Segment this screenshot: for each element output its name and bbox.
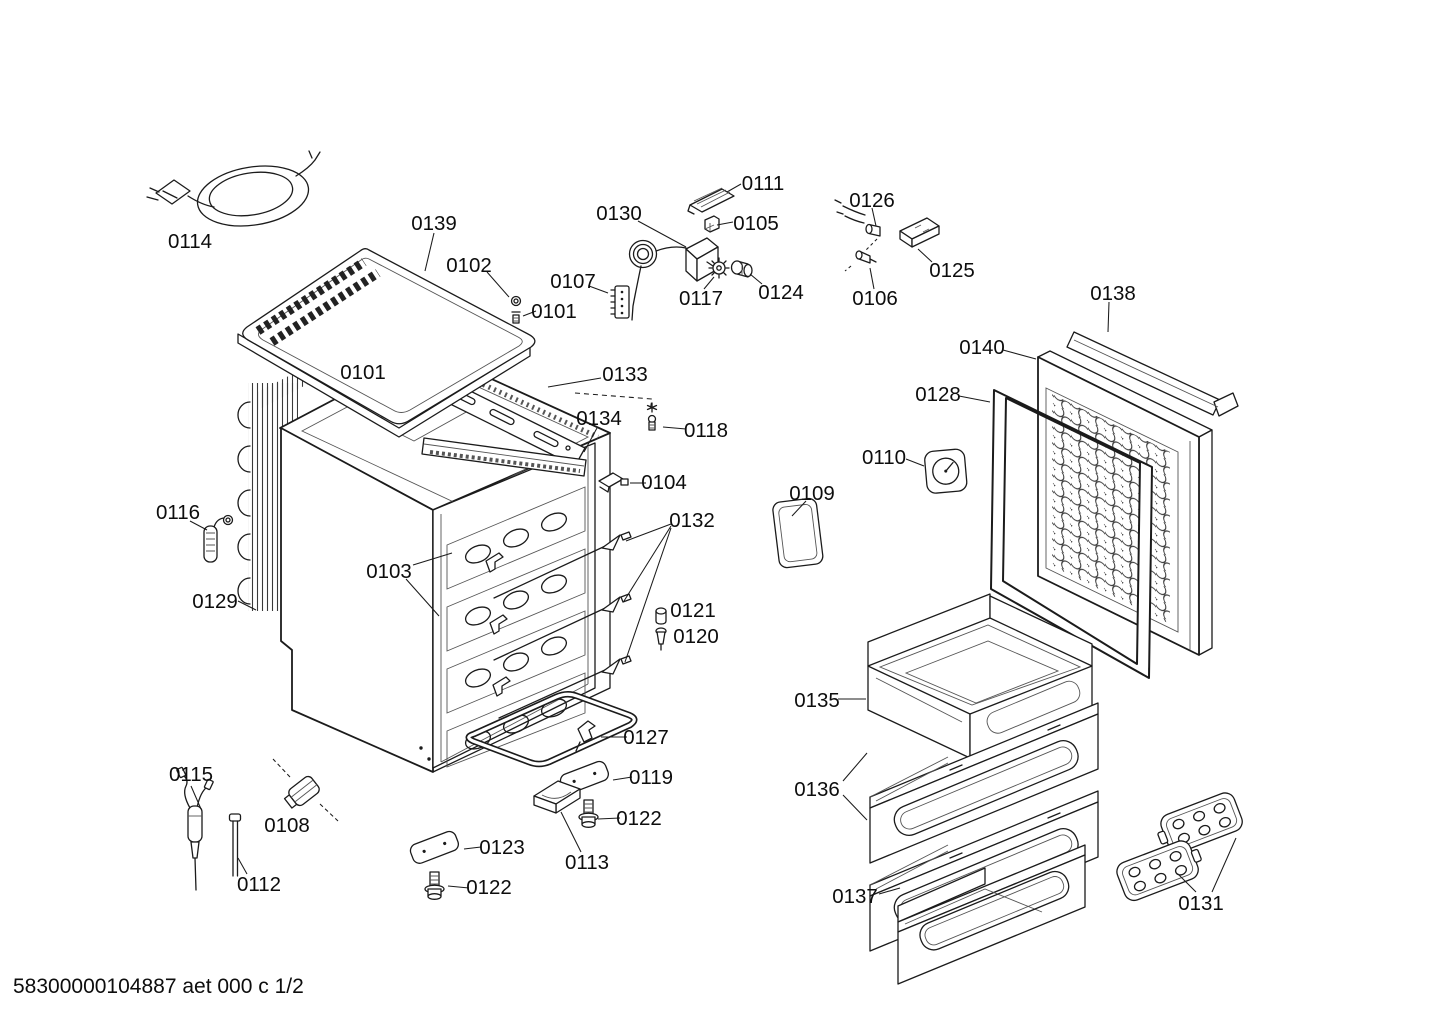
part-label-0129: 0129 — [192, 590, 238, 613]
part-label-0133: 0133 — [602, 363, 648, 386]
bottom-drawer — [897, 844, 1086, 985]
part-label-0136: 0136 — [794, 778, 840, 801]
part-label-0113: 0113 — [565, 851, 609, 874]
bracket-0116 — [203, 514, 234, 563]
starter-relay-0125 — [899, 217, 940, 248]
pin-0120 — [655, 627, 667, 651]
part-label-0120: 0120 — [673, 625, 719, 648]
cap-0121 — [655, 607, 667, 625]
screw-0122-second — [424, 871, 445, 900]
defrost-tube — [465, 691, 638, 768]
screw-0122 — [578, 799, 599, 828]
wiring-connector — [834, 199, 881, 251]
power-cord — [146, 150, 321, 227]
part-label-0138: 0138 — [1090, 282, 1136, 305]
part-label-0132: 0132 — [669, 509, 715, 532]
part-label-0140: 0140 — [959, 336, 1005, 359]
part-label-0119: 0119 — [629, 766, 673, 789]
part-label-0107: 0107 — [550, 270, 596, 293]
part-label-0101: 0101 — [340, 361, 386, 384]
part-label-0131: 0131 — [1178, 892, 1224, 915]
clip-0105 — [704, 215, 720, 233]
part-label-0134: 0134 — [576, 407, 622, 430]
part-label-0102: 0102 — [446, 254, 492, 277]
shelf-rails — [493, 531, 632, 719]
thermostat-assembly — [628, 237, 719, 321]
part-label-0116: 0116 — [156, 501, 200, 524]
part-label-0110: 0110 — [862, 446, 906, 469]
top-panel — [237, 248, 536, 438]
door-gasket — [990, 389, 1153, 679]
part-label-0127: 0127 — [623, 726, 669, 749]
foot-0113 — [533, 780, 581, 814]
tube-clip-0127 — [577, 720, 596, 743]
part-label-0118: 0118 — [684, 419, 728, 442]
part-label-0111: 0111 — [742, 172, 785, 195]
pin-0106 — [844, 250, 877, 272]
door-trim — [1066, 331, 1239, 417]
part-label-0124: 0124 — [758, 281, 804, 304]
thermostat-dial — [924, 448, 968, 494]
part-label-0137: 0137 — [832, 885, 878, 908]
part-label-0122-second: 0122 — [466, 876, 512, 899]
part-label-0122: 0122 — [616, 807, 662, 830]
part-label-0128: 0128 — [915, 383, 961, 406]
part-labels: 0114 0139 0102 0107 0101 0101 0130 0111 … — [156, 172, 1224, 915]
part-label-0104: 0104 — [641, 471, 687, 494]
part-label-0103: 0103 — [366, 560, 412, 583]
sensor-0115 — [176, 766, 214, 891]
rod-0112 — [228, 813, 242, 877]
grommet-0108 — [272, 758, 339, 822]
mounting-rail — [421, 437, 587, 477]
clip-0104 — [598, 472, 629, 493]
dial-gasket-0109 — [772, 497, 824, 569]
leader-lines — [189, 183, 1237, 895]
part-label-0101-screw: 0101 — [531, 300, 577, 323]
part-label-0106: 0106 — [852, 287, 898, 310]
part-label-0114: 0114 — [168, 230, 212, 253]
ice-cube-trays — [1116, 792, 1243, 902]
part-label-0105: 0105 — [733, 212, 779, 235]
plate-0123 — [409, 830, 460, 864]
screw-0118 — [646, 402, 658, 431]
grommet-0102 — [510, 295, 522, 307]
part-label-0126: 0126 — [849, 189, 895, 212]
part-label-0121: 0121 — [670, 599, 716, 622]
cover-plate-0111 — [687, 187, 735, 215]
document-number: 58300000104887 aet 000 c 1/2 — [13, 975, 304, 998]
part-label-0112: 0112 — [237, 873, 281, 896]
part-label-0117: 0117 — [679, 287, 723, 310]
washer-0117 — [708, 257, 730, 279]
terminal-strip-0107 — [610, 285, 630, 319]
knob-0124 — [730, 260, 753, 278]
part-label-0135: 0135 — [794, 689, 840, 712]
top-drawer — [867, 593, 1093, 759]
part-label-0115: 0115 — [169, 763, 213, 786]
part-label-0125: 0125 — [929, 259, 975, 282]
screw-0101 — [511, 311, 521, 324]
part-label-0139: 0139 — [411, 212, 457, 235]
part-label-0130: 0130 — [596, 202, 642, 225]
part-label-0123: 0123 — [479, 836, 525, 859]
part-label-0109: 0109 — [789, 482, 835, 505]
part-label-0108: 0108 — [264, 814, 310, 837]
evaporator — [432, 442, 596, 769]
